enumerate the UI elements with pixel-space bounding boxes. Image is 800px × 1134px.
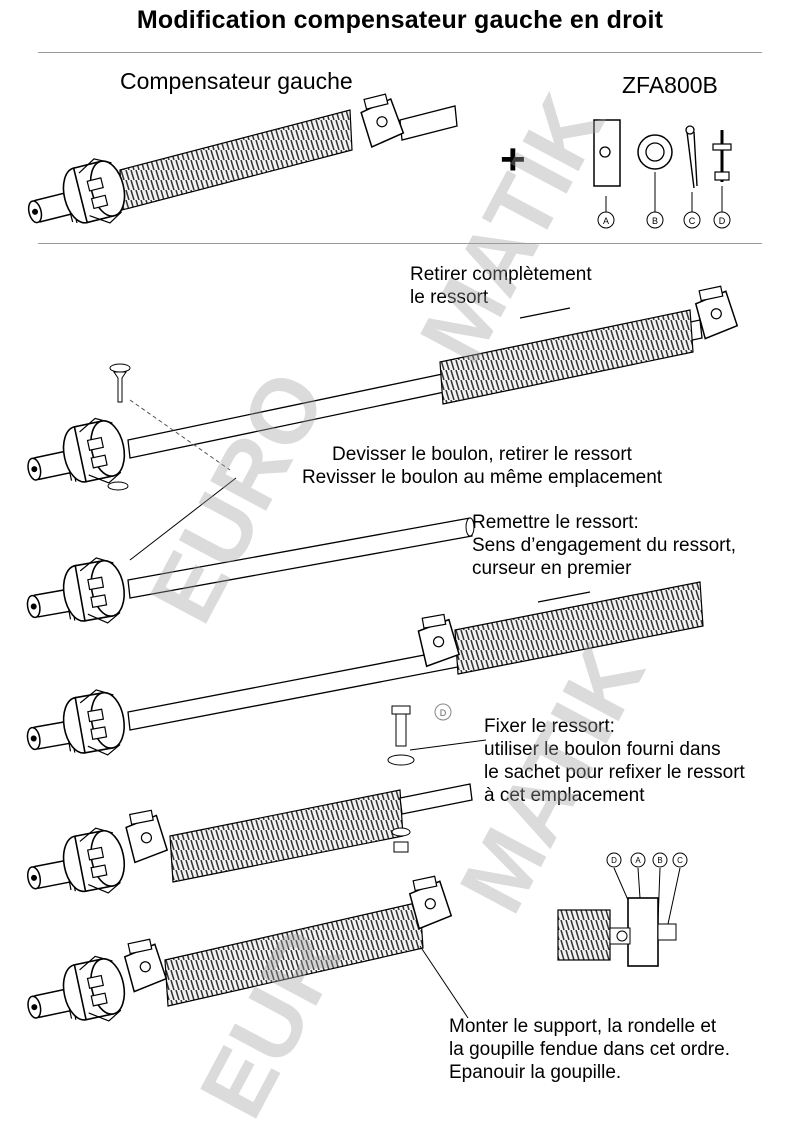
step-4-line-2: utiliser le boulon fourni dans (484, 739, 721, 760)
detail-inset-drawing: D A B C (557, 852, 688, 967)
parts-kit-drawing: A B C D (593, 119, 732, 229)
step-5-line-3: Epanouir la goupille. (449, 1062, 622, 1083)
step-5-drawing (19, 873, 469, 1038)
kit-reference-label: ZFA800B (622, 72, 718, 98)
step-4-line-4: à cet emplacement (484, 785, 645, 806)
callout-d-label: D (440, 708, 447, 718)
step-3-line-2: Sens d’engagement du ressort, (472, 535, 737, 556)
step-2-line-1: Devisser le boulon, retirer le ressort (332, 444, 632, 465)
divider-header (38, 243, 762, 244)
plus-sign: + (500, 135, 526, 184)
detail-d-label: D (611, 856, 617, 865)
part-b-label: B (652, 216, 658, 226)
left-compensator-label: Compensateur gauche (120, 68, 353, 94)
step-3-text: Remettre le ressort: Sens d’engagement d… (472, 511, 736, 580)
part-d-label: D (719, 216, 726, 226)
step-5-line-2: la goupille fendue dans cet ordre. (449, 1039, 730, 1060)
page-title: Modification compensateur gauche en droi… (136, 6, 664, 34)
step-1-drawing (19, 283, 740, 500)
step-1-text: Retirer complètement le ressort (410, 263, 592, 309)
detail-c-label: C (677, 856, 683, 865)
step-1-line-1: Retirer complètement (410, 264, 592, 285)
step-5-text: Monter le support, la rondelle et la gou… (449, 1015, 730, 1084)
step-4-text: Fixer le ressort: utiliser le boulon fou… (484, 715, 745, 807)
part-c-label: C (689, 216, 696, 226)
step-4-line-3: le sachet pour refixer le ressort (484, 762, 745, 783)
step-3-line-1: Remettre le ressort: (472, 512, 639, 533)
step-2-text: Devisser le boulon, retirer le ressort R… (275, 443, 689, 489)
step-3-drawing (20, 581, 704, 769)
header-compensator-drawing (19, 91, 458, 243)
step-1-line-2: le ressort (410, 287, 489, 308)
step-2-line-2: Revisser le boulon au même emplacement (301, 467, 663, 488)
part-a-label: A (603, 216, 609, 226)
step-4-drawing: D (20, 703, 487, 909)
step-3-line-3: curseur en premier (472, 558, 632, 579)
detail-a-label: A (635, 856, 641, 865)
step-5-line-1: Monter le support, la rondelle et (449, 1016, 717, 1037)
detail-b-label: B (657, 856, 662, 865)
step-2-drawing (20, 477, 475, 637)
divider-top (38, 52, 762, 53)
step-4-line-1: Fixer le ressort: (484, 716, 615, 737)
